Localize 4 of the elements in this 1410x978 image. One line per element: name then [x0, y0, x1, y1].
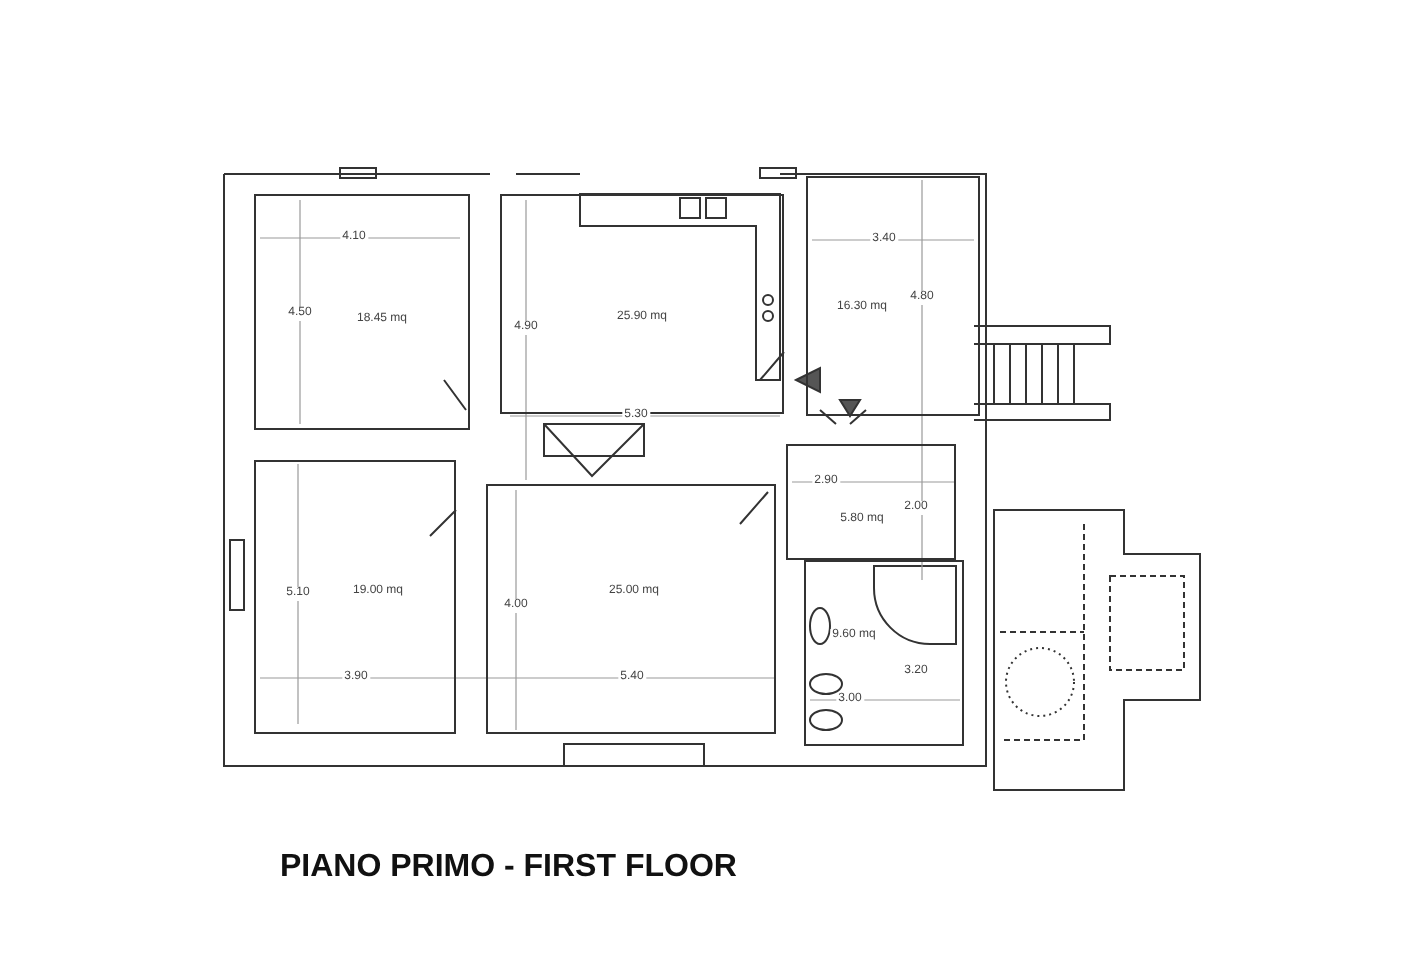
- room: [254, 460, 456, 734]
- room: [486, 484, 776, 734]
- plan-title: PIANO PRIMO - FIRST FLOOR: [280, 850, 737, 886]
- room: [254, 194, 470, 430]
